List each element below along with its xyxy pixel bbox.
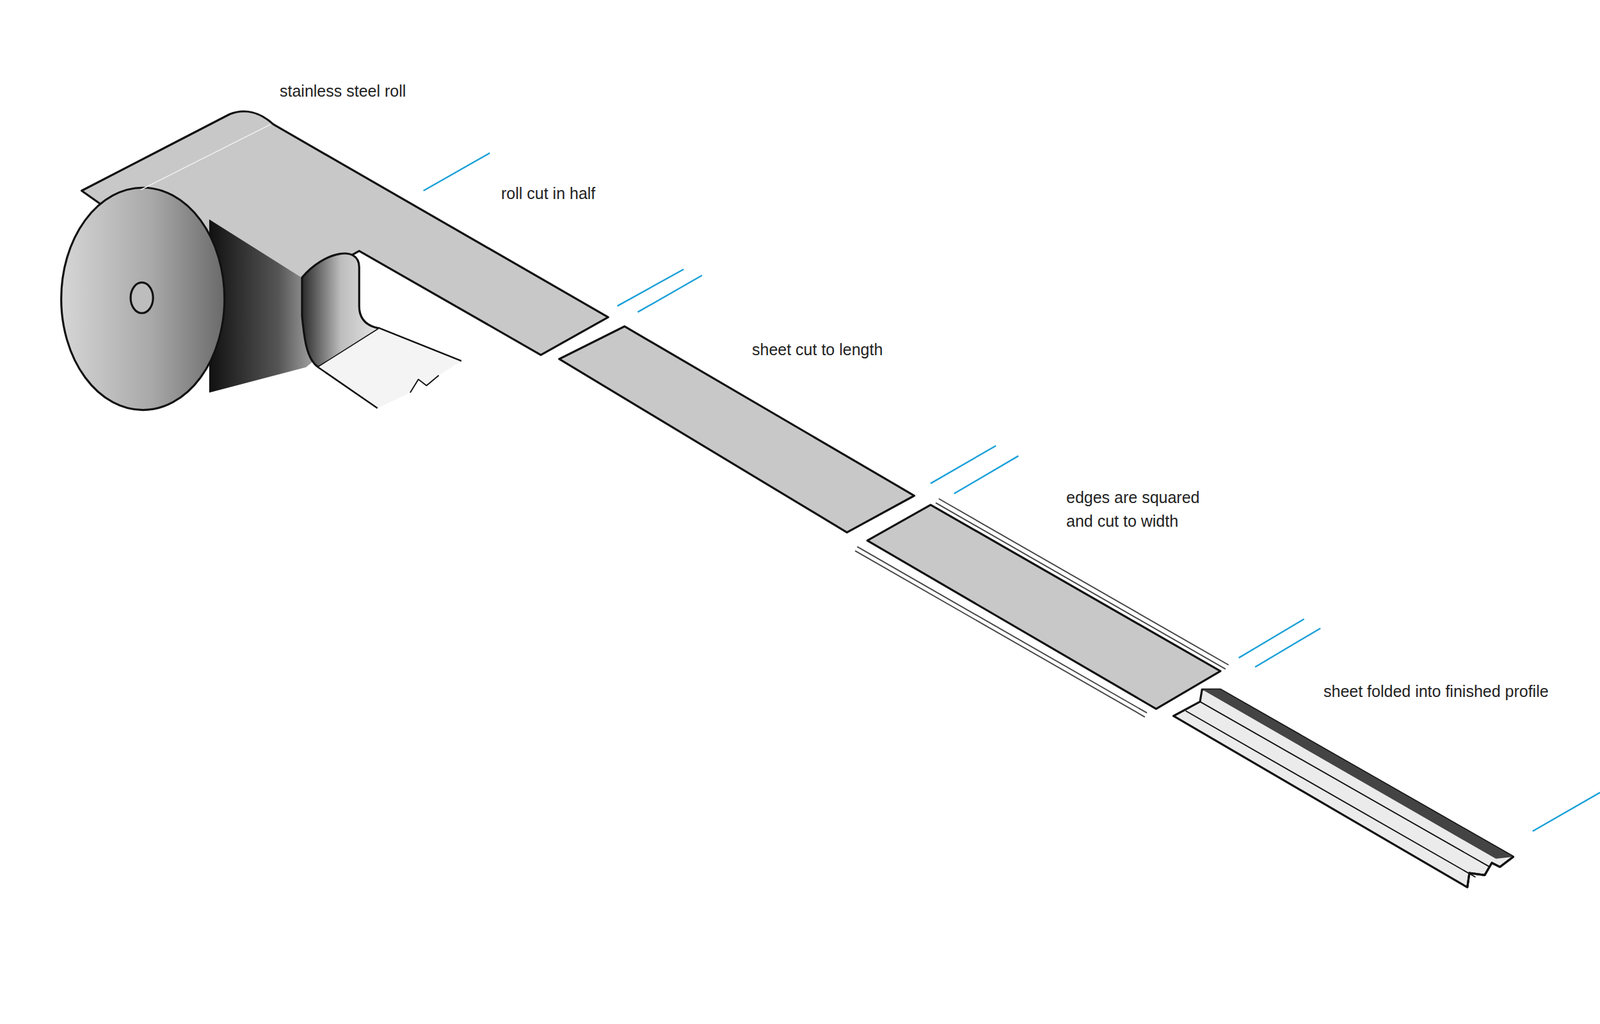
lower-flap-fill bbox=[318, 328, 461, 408]
step-dividers bbox=[423, 152, 1600, 832]
step-label: edges are squared and cut to width bbox=[1066, 485, 1203, 534]
step-label: sheet folded into finished profile bbox=[1323, 679, 1549, 704]
roll-core bbox=[130, 282, 153, 313]
trim-strips bbox=[855, 498, 1229, 717]
step-label: roll cut in half bbox=[501, 181, 596, 206]
step-label: sheet cut to length bbox=[752, 337, 883, 362]
sheets bbox=[559, 326, 1229, 717]
step-label: stainless steel roll bbox=[279, 79, 406, 104]
lower-flap bbox=[318, 328, 461, 408]
steel-roll bbox=[61, 111, 609, 411]
roll-seam bbox=[140, 124, 271, 190]
cut-sheet bbox=[559, 326, 915, 533]
lower-flap-edges bbox=[318, 328, 461, 408]
trimmed-sheet bbox=[867, 504, 1221, 710]
roll-face bbox=[61, 187, 225, 410]
finished-profile bbox=[1173, 689, 1514, 888]
